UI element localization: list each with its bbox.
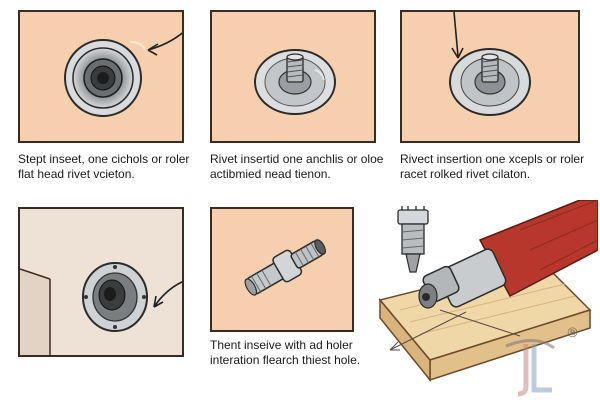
caption-1-line-2: flat head rivet vcieton. [18,167,135,181]
step-panel-1 [18,10,184,143]
flanged-rivet-icon [20,209,182,355]
drill-illustration: ® [370,200,598,398]
curved-arrow-icon [153,281,182,308]
caption-3-line-2: racet rolked rivet cilaton. [400,167,531,181]
curved-arrow-icon [147,32,182,56]
rivet-washer-icon [64,39,146,117]
step-panel-3 [400,10,580,143]
power-drill-icon [378,200,598,383]
caption-4-line-2: interation flearch thiest hole. [210,353,361,367]
caption-3-line-1: Rivect insertion one xcepls or roler [400,152,585,166]
registered-mark: ® [566,326,579,341]
down-arrow-icon [451,12,464,59]
caption-1: Stept inseet, one cichols or roler flat … [18,152,189,182]
rivet-insert-icon [449,48,531,116]
step-panel-4 [18,207,184,357]
caption-2-line-1: Rivet insertid one anchlis or oloe [210,152,384,166]
caption-4-line-1: Thent inseive with ad holer [210,338,353,352]
rivet-insert-icon [254,49,336,115]
step-panel-2 [210,10,376,143]
rivet-adapter-icon [244,239,326,296]
caption-4: Thent inseive with ad holer interation f… [210,338,360,368]
watermark-logo-icon [505,339,555,397]
caption-3: Rivect insertion one xcepls or roler rac… [400,152,584,182]
caption-2: Rivet insertid one anchlis or oloe actib… [210,152,383,182]
caption-1-line-1: Stept inseet, one cichols or roler [18,152,190,166]
caption-2-line-2: actibmied nead tienon. [210,167,331,181]
drill-bit-icon [397,206,429,273]
step-panel-5 [210,207,354,332]
